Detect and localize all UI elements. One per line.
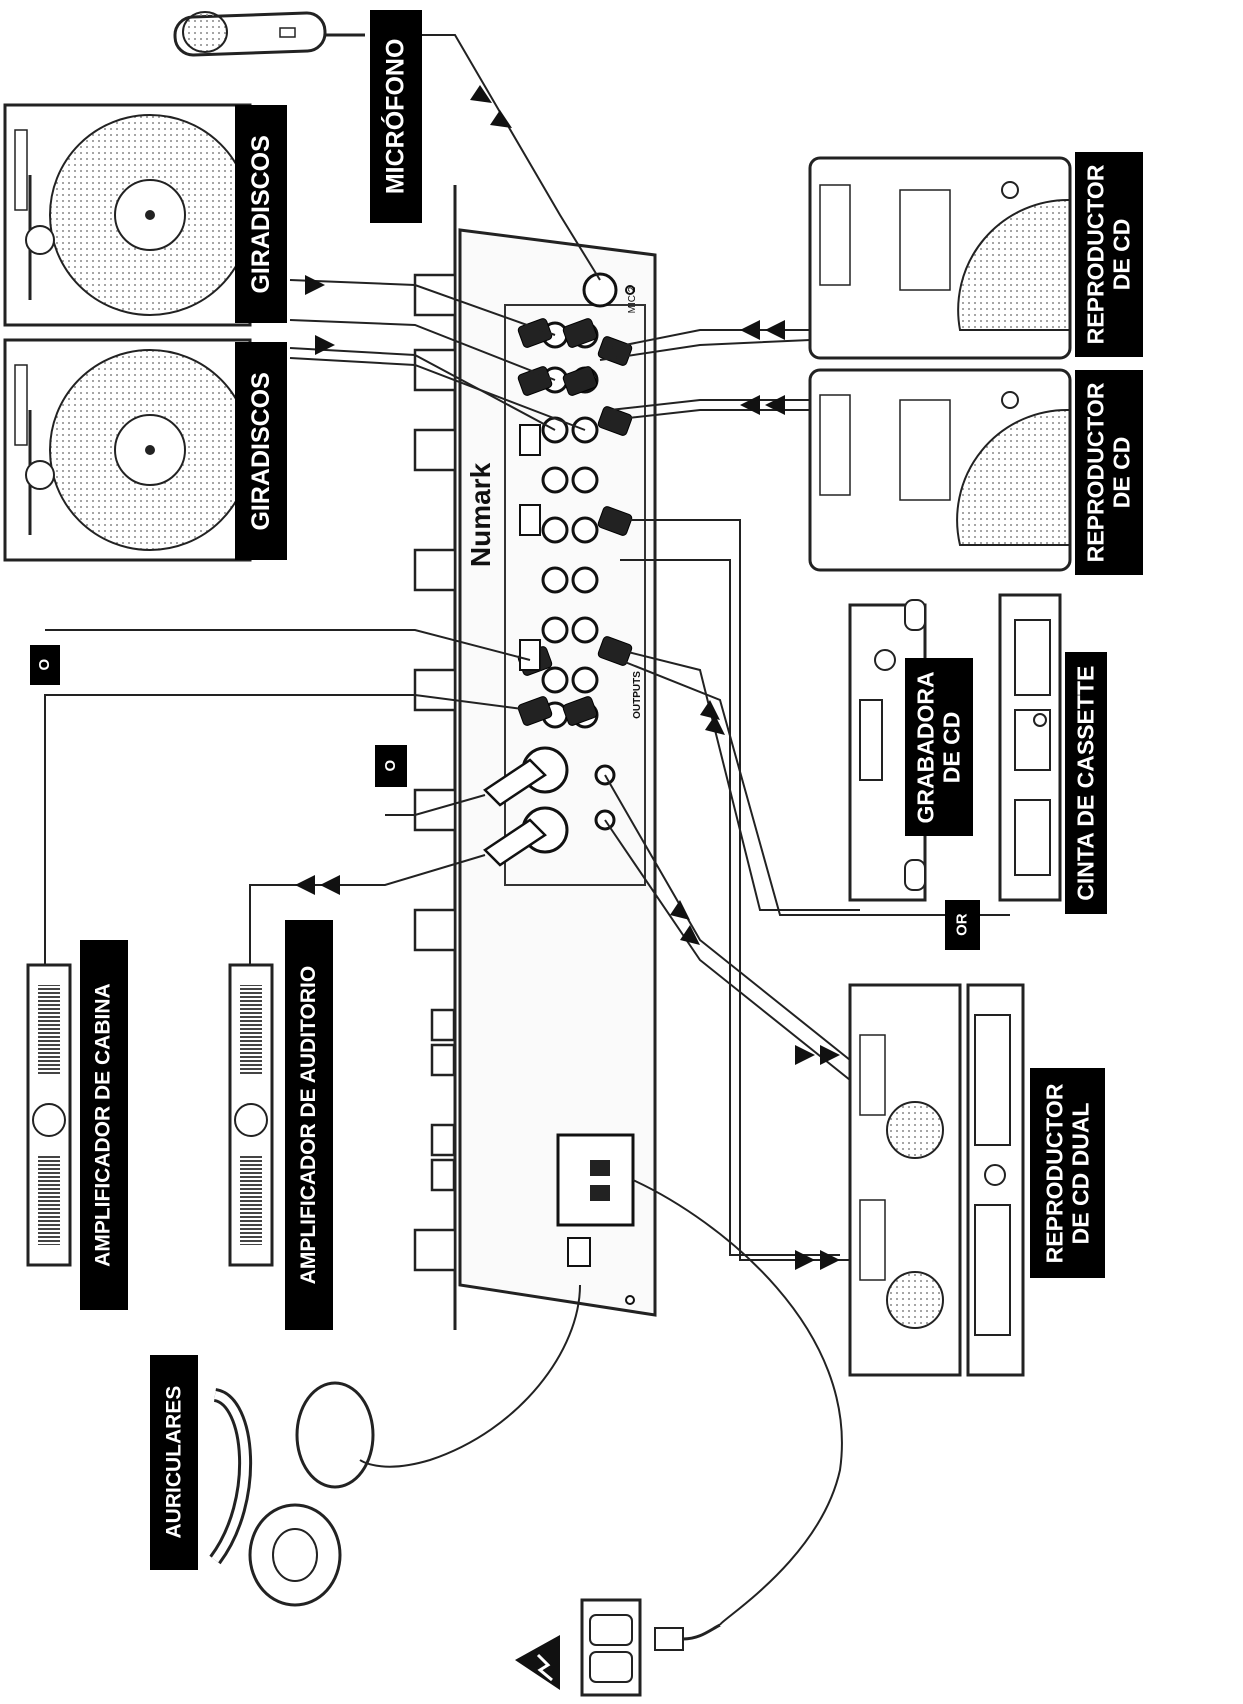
amplifier-main <box>228 963 274 1267</box>
label-o-1-text: O <box>36 659 54 671</box>
mixer-mic-label: MIC 2 <box>627 286 638 313</box>
amplifier-booth <box>26 963 72 1267</box>
label-o-2: O <box>375 745 407 787</box>
label-reproductor-cd-1-line1: REPRODUCTOR <box>1082 164 1109 345</box>
label-auriculares-text: AURICULARES <box>161 1386 185 1539</box>
label-giradiscos-2: GIRADISCOS <box>235 342 287 560</box>
microphone-icon <box>173 11 365 57</box>
label-auriculares: AURICULARES <box>150 1355 198 1570</box>
label-microfono: MICRÓFONO <box>370 10 422 223</box>
headphones-icon <box>209 1381 375 1607</box>
label-giradiscos-2-text: GIRADISCOS <box>246 371 275 531</box>
label-grabadora-cd: GRABADORA DE CD <box>905 658 973 836</box>
cables <box>44 34 1010 1626</box>
label-reproductor-cd-1-line2: DE CD <box>1109 218 1136 291</box>
label-reproductor-cd-2-line1: REPRODUCTOR <box>1082 382 1109 563</box>
label-reproductor-cd-dual-line2: DE CD DUAL <box>1067 1102 1094 1244</box>
label-amplificador-auditorio-text: AMPLIFICADOR DE AUDITORIO <box>296 965 320 1285</box>
warning-icon <box>515 1635 560 1690</box>
label-amplificador-cabina-text: AMPLIFICADOR DE CABINA <box>91 983 115 1267</box>
cable-arrows <box>295 85 840 1270</box>
dual-cd-player <box>848 983 1025 1377</box>
label-cinta-cassette-text: CINTA DE CASSETTE <box>1072 665 1099 901</box>
label-reproductor-cd-2: REPRODUCTOR DE CD <box>1075 370 1143 575</box>
label-microfono-text: MICRÓFONO <box>381 38 410 195</box>
label-grabadora-cd-line1: GRABADORA <box>912 670 939 824</box>
mixer <box>413 185 657 1330</box>
cassette-deck <box>998 593 1062 902</box>
label-amplificador-cabina: AMPLIFICADOR DE CABINA <box>80 940 128 1310</box>
label-giradiscos-1-text: GIRADISCOS <box>246 134 275 294</box>
turntable-1 <box>3 103 252 327</box>
label-reproductor-cd-dual: REPRODUCTOR DE CD DUAL <box>1030 1068 1105 1278</box>
label-or: OR <box>945 900 980 950</box>
mixer-brand: Numark <box>465 462 496 567</box>
label-o-1: O <box>30 645 60 685</box>
mixer-outputs-label: OUTPUTS <box>632 671 643 719</box>
label-reproductor-cd-1: REPRODUCTOR DE CD <box>1075 152 1143 357</box>
power-outlet-icon <box>580 1598 721 1697</box>
turntable-2 <box>3 338 252 562</box>
label-giradiscos-1: GIRADISCOS <box>235 105 287 323</box>
label-grabadora-cd-line2: DE CD <box>939 711 965 783</box>
cd-player-1 <box>808 156 1072 360</box>
label-cinta-cassette: CINTA DE CASSETTE <box>1065 652 1107 914</box>
label-amplificador-auditorio: AMPLIFICADOR DE AUDITORIO <box>285 920 333 1330</box>
label-reproductor-cd-2-line2: DE CD <box>1109 436 1136 509</box>
label-o-2-text: O <box>382 760 400 772</box>
cd-player-2 <box>808 368 1072 572</box>
label-reproductor-cd-dual-line1: REPRODUCTOR <box>1041 1083 1068 1263</box>
label-or-text: OR <box>953 913 971 937</box>
